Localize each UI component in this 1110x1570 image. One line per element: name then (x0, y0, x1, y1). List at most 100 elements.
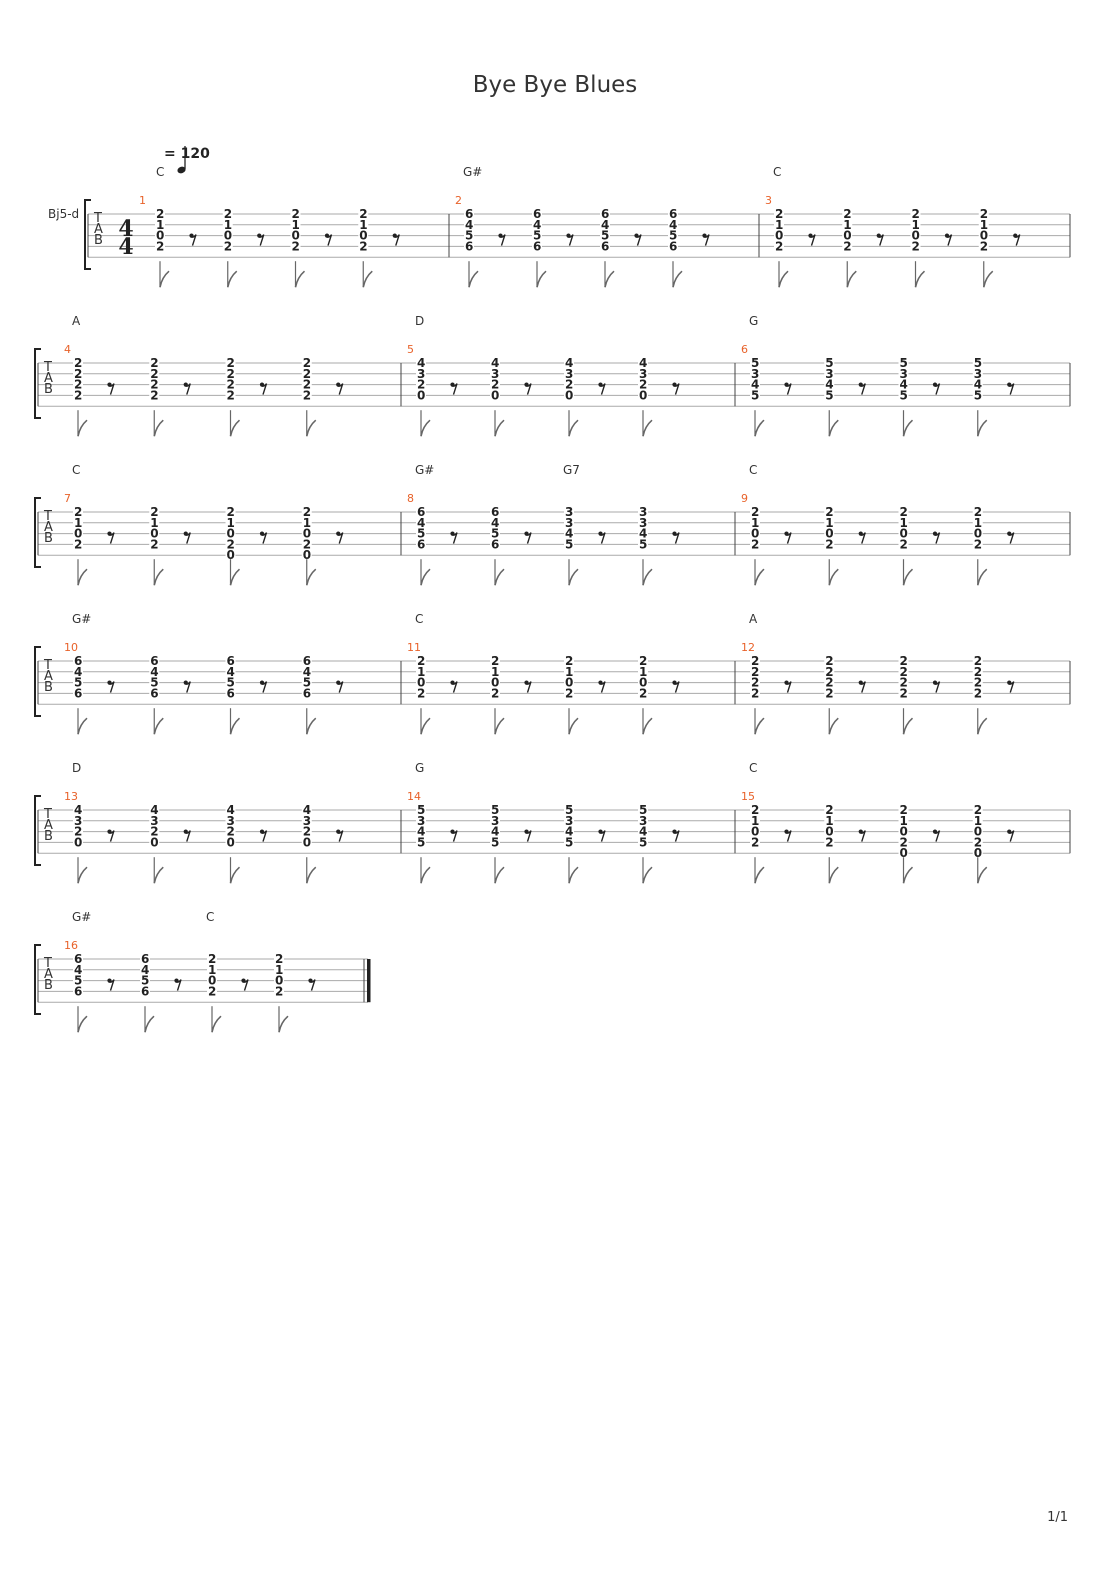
eighth-rest-icon (107, 382, 115, 395)
note-stem (420, 708, 431, 735)
fret-number: 3 (565, 814, 573, 828)
fret-number: 0 (417, 388, 425, 402)
eighth-rest-icon (784, 680, 792, 693)
measure-number: 11 (407, 641, 421, 654)
fret-number: 1 (825, 814, 833, 828)
fret-number: 2 (825, 537, 833, 551)
eighth-rest-icon (241, 978, 249, 991)
chord-name: G# (72, 612, 91, 626)
fret-number: 2 (224, 207, 232, 221)
fret-number: 4 (751, 378, 759, 392)
fret-number: 2 (150, 505, 158, 519)
fret-number: 3 (150, 814, 158, 828)
fret-number: 3 (491, 367, 499, 381)
fret-number: 1 (208, 963, 216, 977)
fret-number: 2 (227, 825, 235, 839)
fret-number: 0 (912, 229, 920, 243)
fret-number: 2 (303, 825, 311, 839)
eighth-rest-icon (932, 680, 941, 693)
fret-number: 2 (417, 378, 425, 392)
fret-number: 3 (565, 505, 573, 519)
fret-number: 0 (491, 676, 499, 690)
fret-number: 2 (825, 654, 833, 668)
fret-number: 6 (533, 239, 541, 253)
fret-number: 1 (565, 665, 573, 679)
fret-number: 1 (292, 218, 300, 232)
note-stem (153, 708, 164, 735)
fret-number: 2 (751, 654, 759, 668)
fret-number: 0 (303, 548, 311, 562)
fret-number: 6 (303, 686, 311, 700)
fret-number: 4 (491, 356, 499, 370)
fret-number: 1 (900, 814, 908, 828)
chord-name: G7 (563, 463, 580, 477)
fret-number: 2 (150, 356, 158, 370)
fret-number: 5 (74, 974, 82, 988)
measure-number: 10 (64, 641, 78, 654)
fret-number: 5 (303, 676, 311, 690)
eighth-rest-icon (634, 233, 642, 246)
note-stem (902, 708, 914, 735)
tab-clef-letter: A (44, 520, 53, 535)
fret-number: 5 (417, 835, 425, 849)
fret-number: 3 (900, 367, 908, 381)
fret-number: 5 (141, 974, 149, 988)
note-stem (568, 559, 579, 586)
fret-number: 5 (900, 356, 908, 370)
fret-number: 2 (303, 367, 311, 381)
fret-number: 2 (825, 505, 833, 519)
fret-number: 0 (900, 527, 908, 541)
eighth-rest-icon (1007, 680, 1015, 693)
eighth-rest-icon (324, 233, 333, 246)
song-title: Bye Bye Blues (472, 72, 638, 98)
eighth-rest-icon (336, 382, 344, 395)
eighth-rest-icon (450, 382, 458, 395)
note-stem (642, 708, 653, 735)
fret-number: 2 (156, 239, 164, 253)
eighth-rest-icon (1007, 829, 1015, 842)
note-stem (604, 261, 615, 288)
eighth-rest-icon (598, 680, 606, 693)
fret-number: 2 (417, 654, 425, 668)
fret-number: 5 (491, 527, 499, 541)
note-stem (494, 410, 505, 437)
fret-number: 3 (303, 814, 311, 828)
tab-clef-letter: B (44, 978, 53, 993)
fret-number: 4 (74, 803, 82, 817)
fret-number: 5 (227, 676, 235, 690)
eighth-rest-icon (784, 531, 792, 544)
fret-number: 5 (465, 229, 473, 243)
fret-number: 4 (565, 527, 573, 541)
fret-number: 2 (156, 207, 164, 221)
fret-number: 5 (150, 676, 158, 690)
fret-number: 4 (565, 356, 573, 370)
note-stem (305, 857, 317, 884)
measure-number: 15 (741, 790, 755, 803)
eighth-rest-icon (450, 829, 458, 842)
eighth-rest-icon (183, 382, 191, 395)
fret-number: 5 (825, 388, 833, 402)
fret-number: 2 (150, 388, 158, 402)
fret-number: 6 (227, 654, 235, 668)
fret-number: 2 (775, 207, 783, 221)
fret-number: 3 (491, 814, 499, 828)
note-stem (754, 708, 765, 735)
fret-number: 2 (303, 356, 311, 370)
fret-number: 2 (74, 378, 82, 392)
fret-number: 1 (491, 665, 499, 679)
tab-clef-letter: T (93, 211, 102, 226)
fret-number: 0 (980, 229, 988, 243)
fret-number: 2 (775, 239, 783, 253)
